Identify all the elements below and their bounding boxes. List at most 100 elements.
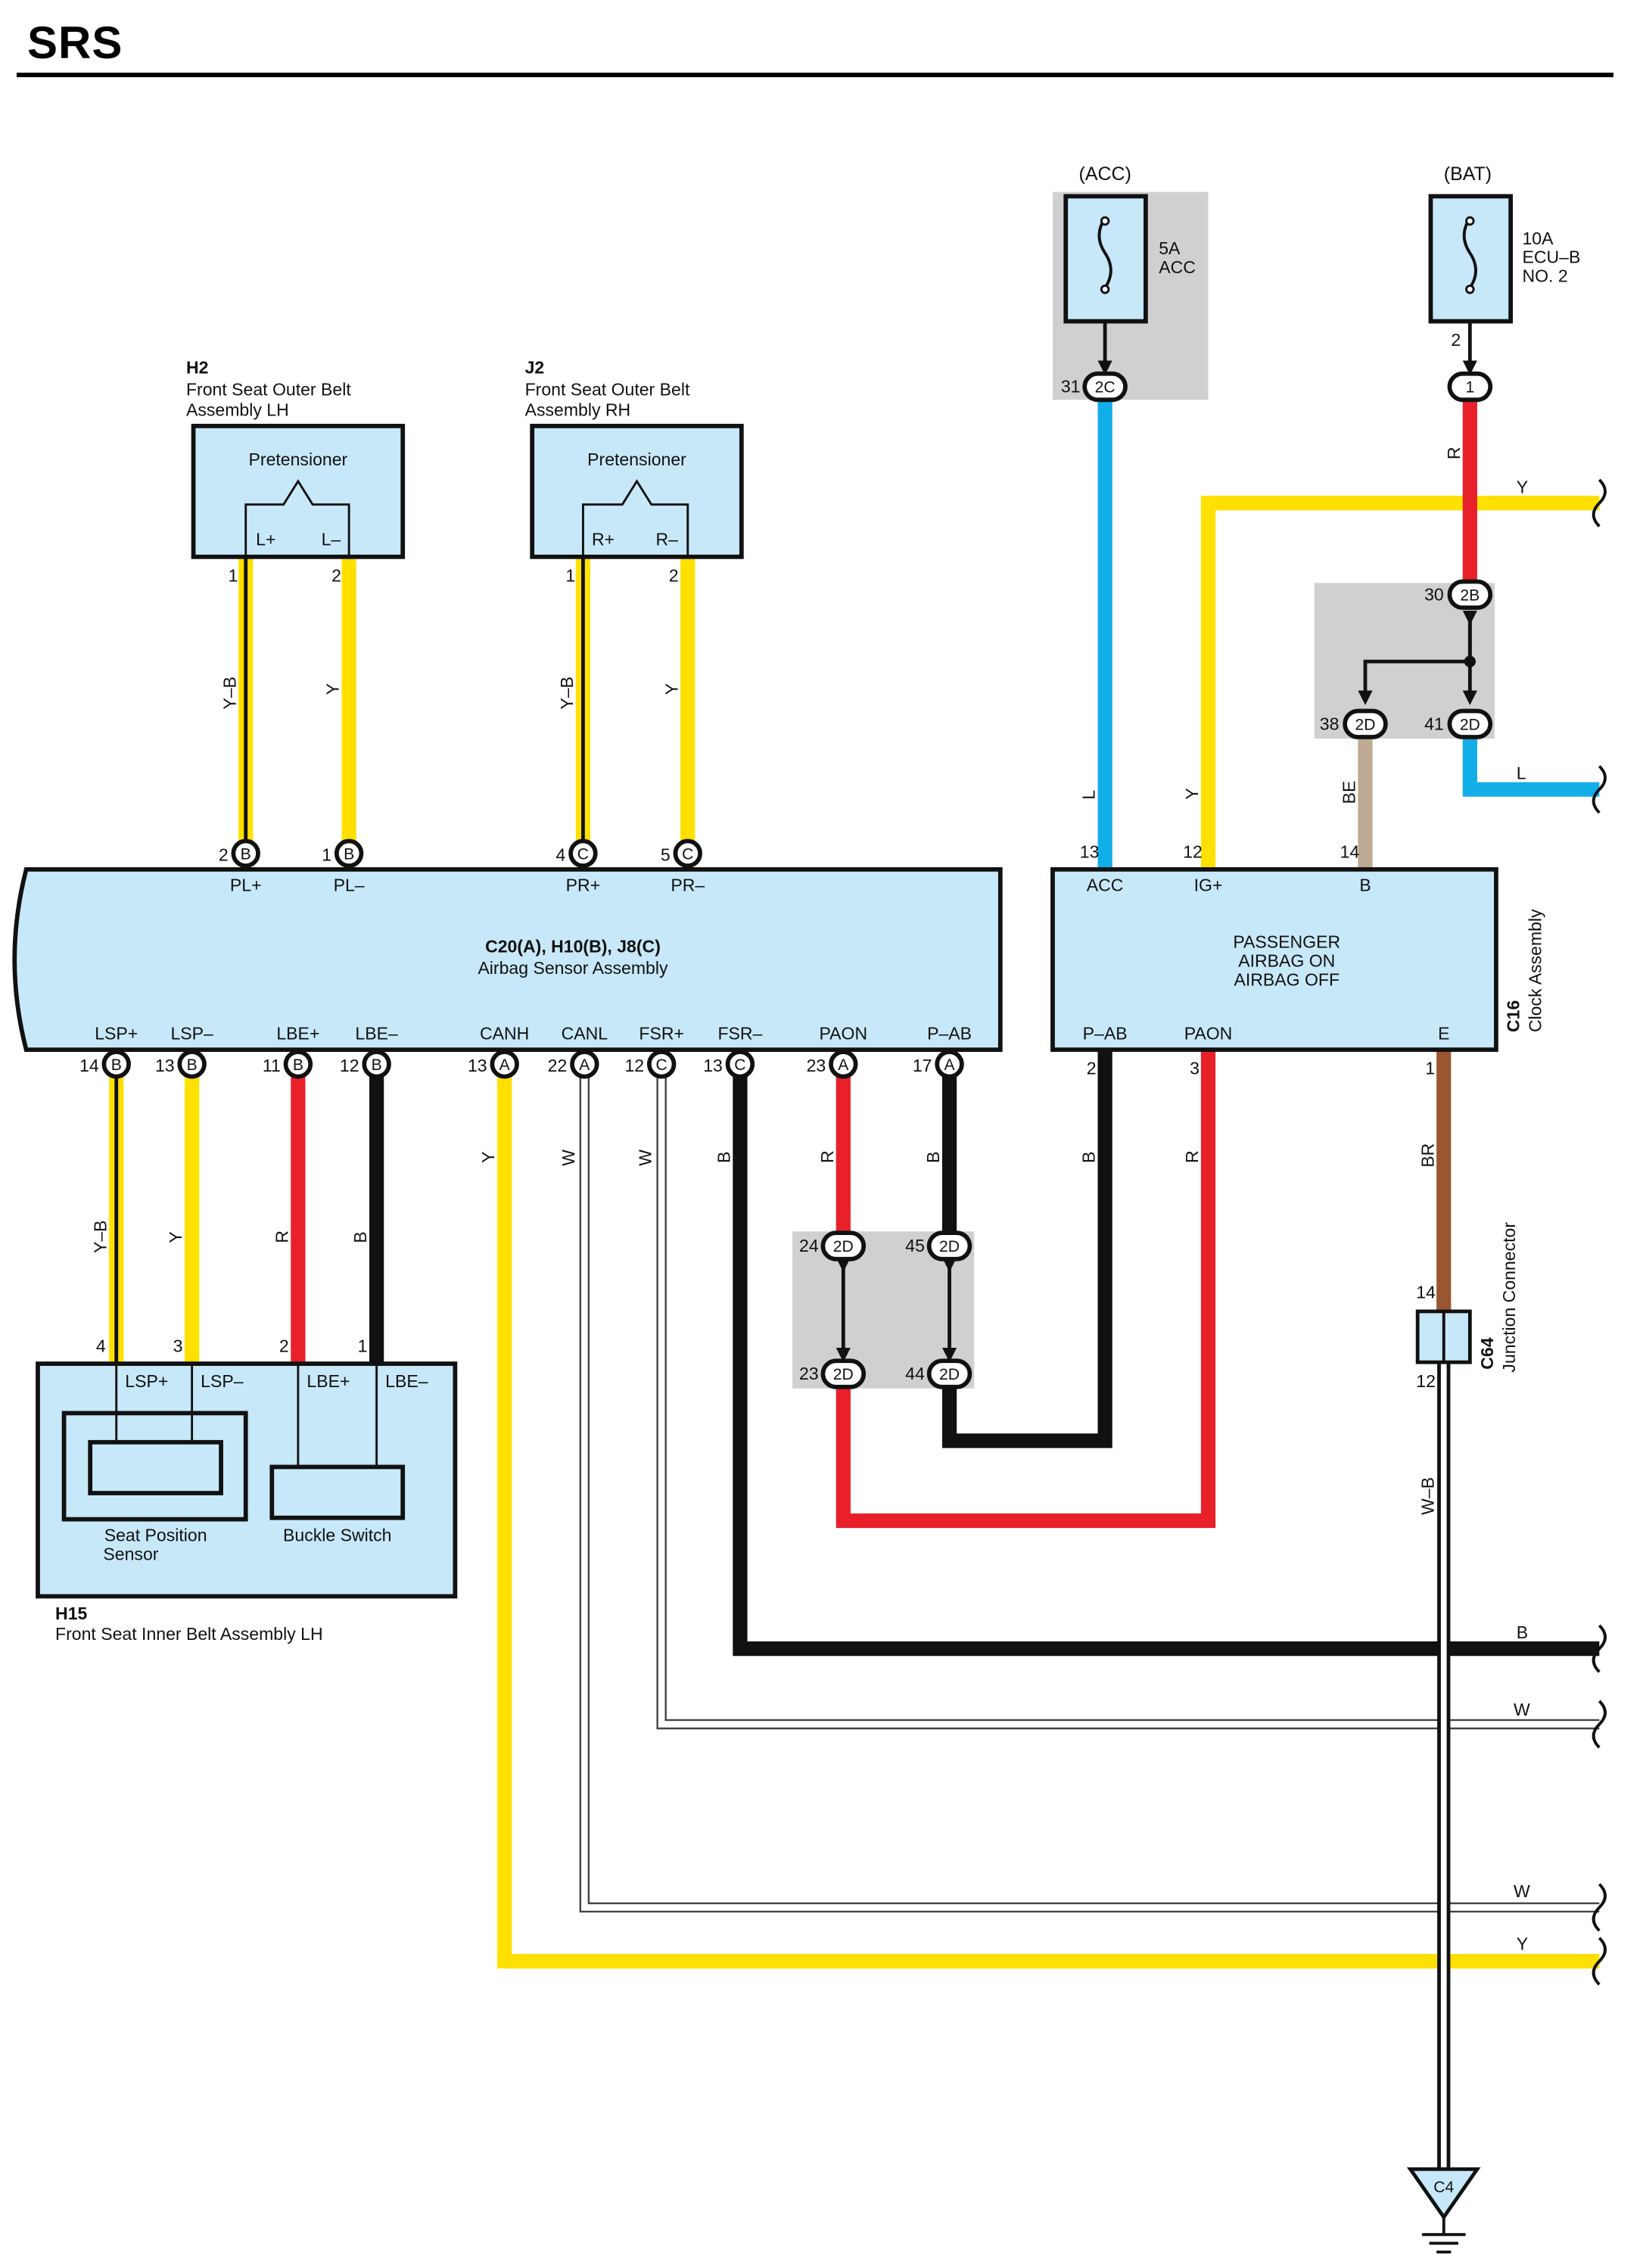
acc-fuse: (ACC) 5A ACC — [1063, 163, 1196, 324]
c64-code: C64 — [1477, 1337, 1497, 1369]
wires — [109, 322, 1600, 2170]
pass-bot-pin-0-term: P–AB — [1083, 1024, 1128, 1044]
airbag-bot-pin-0-num: 14 — [79, 1056, 99, 1075]
bat-1-oval — [1447, 371, 1493, 403]
airbag-top-pin-1-circle — [334, 838, 364, 868]
wl-h2-1: Y–B — [219, 677, 239, 710]
j2-label: Pretensioner — [587, 450, 686, 469]
bat-fuse-name1: ECU–B — [1522, 247, 1580, 267]
wl-h2-2: Y — [323, 683, 343, 695]
h2-line2: Assembly LH — [186, 400, 289, 419]
airbag-bot-pin-1-circle — [177, 1050, 207, 1079]
h15-name: Front Seat Inner Belt Assembly LH — [55, 1624, 323, 1644]
wl-pass-paon: R — [1182, 1150, 1202, 1163]
airbag-top-pin-3-term: PR– — [671, 876, 705, 895]
ground-c4: C4 — [1406, 2167, 1481, 2254]
h15-p4: 1 — [358, 1336, 368, 1356]
ground-label: C4 — [1433, 2179, 1454, 2196]
bat-1-conn: 1 — [1465, 379, 1474, 397]
fuse-icon — [1462, 217, 1477, 289]
acc-fuse-name: ACC — [1159, 257, 1196, 277]
h15-t3: LBE+ — [307, 1371, 350, 1391]
airbag-bot-pin-8-code: A — [838, 1056, 849, 1074]
airbag-bot-pin-1-num: 13 — [155, 1056, 175, 1075]
pass-top-pin-2-num: 14 — [1340, 842, 1360, 861]
wl-bat: R — [1444, 446, 1464, 459]
acc-fuse-rating: 5A — [1159, 238, 1181, 258]
h2-t2: L– — [322, 529, 341, 549]
airbag-bot-pin-0-term: LSP+ — [95, 1024, 138, 1044]
airbag-bot-pin-9-circle — [935, 1050, 964, 1079]
wl-fsr-m: B — [714, 1152, 733, 1163]
c64-junction-connector: 14 12 C64 Junction Connector — [1415, 1222, 1519, 1391]
jb-2d-23-conn: 2D — [833, 1366, 854, 1383]
pass-line1: PASSENGER — [1233, 932, 1340, 952]
h15-component: LSP+ LSP– LBE+ LBE– Seat Position Sensor… — [36, 1336, 458, 1644]
wire-fsr-plus — [656, 1075, 1600, 1730]
jb-2d-41-pin: 41 — [1424, 714, 1444, 733]
j2-line1: Front Seat Outer Belt — [525, 380, 690, 400]
airbag-bot-pin-3-circle — [362, 1050, 391, 1079]
jb-2d-38-pin: 38 — [1320, 714, 1340, 733]
jb-2d-23-pin: 23 — [799, 1364, 819, 1383]
j2-t2: R– — [655, 529, 678, 549]
j2-p1: 1 — [565, 565, 575, 585]
airbag-sensor-assembly: C20(A), H10(B), J8(C) Airbag Sensor Asse… — [12, 866, 1003, 1052]
airbag-bot-pin-4-code: A — [499, 1056, 511, 1074]
h15-sensor1: Seat Position — [104, 1525, 207, 1545]
airbag-top-pin-2-num: 4 — [556, 845, 566, 864]
airbag-top-pin-2-code: C — [577, 845, 589, 863]
acc-2c-pin: 31 — [1061, 377, 1081, 397]
airbag-top-pin-1-num: 1 — [322, 845, 331, 864]
h15-p3: 2 — [279, 1336, 289, 1356]
h15-code: H15 — [55, 1604, 87, 1623]
jb-2d-44-pin: 44 — [905, 1364, 925, 1383]
airbag-bot-pin-0-code: B — [111, 1056, 122, 1074]
h2-t1: L+ — [256, 529, 275, 549]
airbag-bot-pin-9-term: P–AB — [927, 1024, 972, 1044]
pass-top-pin-1-num: 12 — [1183, 842, 1203, 861]
airbag-bot-pin-7-term: FSR– — [717, 1024, 762, 1044]
pass-top-pin-0-term: ACC — [1087, 876, 1124, 895]
clock-code: C16 — [1504, 1000, 1523, 1032]
wl-l-out: L — [1517, 764, 1526, 783]
jb-2d-44-conn: 2D — [939, 1366, 960, 1383]
airbag-top-pin-3-circle — [673, 838, 702, 868]
airbag-bot-pin-8-num: 23 — [807, 1056, 826, 1075]
airbag-code: C20(A), H10(B), J8(C) — [485, 936, 661, 956]
wl-ig: Y — [1182, 788, 1202, 799]
h15-sensor2: Sensor — [103, 1544, 158, 1563]
bat-fuse-rating: 10A — [1522, 229, 1554, 248]
airbag-bot-pin-9-code: A — [944, 1056, 956, 1074]
j2-code: J2 — [525, 358, 545, 378]
pass-bot-pin-0-num: 2 — [1087, 1059, 1097, 1078]
j2-p2: 2 — [669, 565, 679, 585]
pass-top-pin-0-num: 13 — [1080, 842, 1100, 861]
j2-t1: R+ — [592, 529, 615, 549]
airbag-bot-pin-7-circle — [725, 1050, 755, 1079]
jb-2d-23-oval — [820, 1358, 867, 1389]
airbag-top-pin-1-code: B — [344, 845, 354, 863]
airbag-bot-pin-3-code: B — [372, 1056, 382, 1074]
passenger-airbag-indicator: PASSENGER AIRBAG ON AIRBAG OFF C16 Clock… — [1050, 866, 1545, 1052]
wire-labels: Y–B Y Y–B Y L Y R BE L Y Y–B Y R B Y W W… — [90, 446, 1530, 1953]
h2-p1: 1 — [229, 565, 238, 585]
wl-fsr-p: W — [636, 1150, 655, 1166]
h15-t1: LSP+ — [125, 1371, 168, 1391]
wire-fsr-minus — [733, 1075, 1600, 1657]
airbag-bot-pin-2-circle — [283, 1050, 313, 1079]
airbag-bot-pin-5-circle — [570, 1050, 599, 1079]
airbag-bot-pin-1-code: B — [187, 1056, 198, 1074]
jb-2b-oval — [1447, 579, 1493, 610]
acc-2c-oval — [1082, 371, 1128, 403]
page-title: SRS — [27, 17, 123, 68]
airbag-bot-pin-1-term: LSP– — [170, 1024, 213, 1044]
airbag-top-pin-0-term: PL+ — [230, 876, 262, 895]
pass-bot-pin-1-term: PAON — [1184, 1024, 1233, 1044]
pass-bot-pin-2-num: 1 — [1425, 1059, 1435, 1078]
wl-out-w2: W — [1514, 1881, 1530, 1901]
